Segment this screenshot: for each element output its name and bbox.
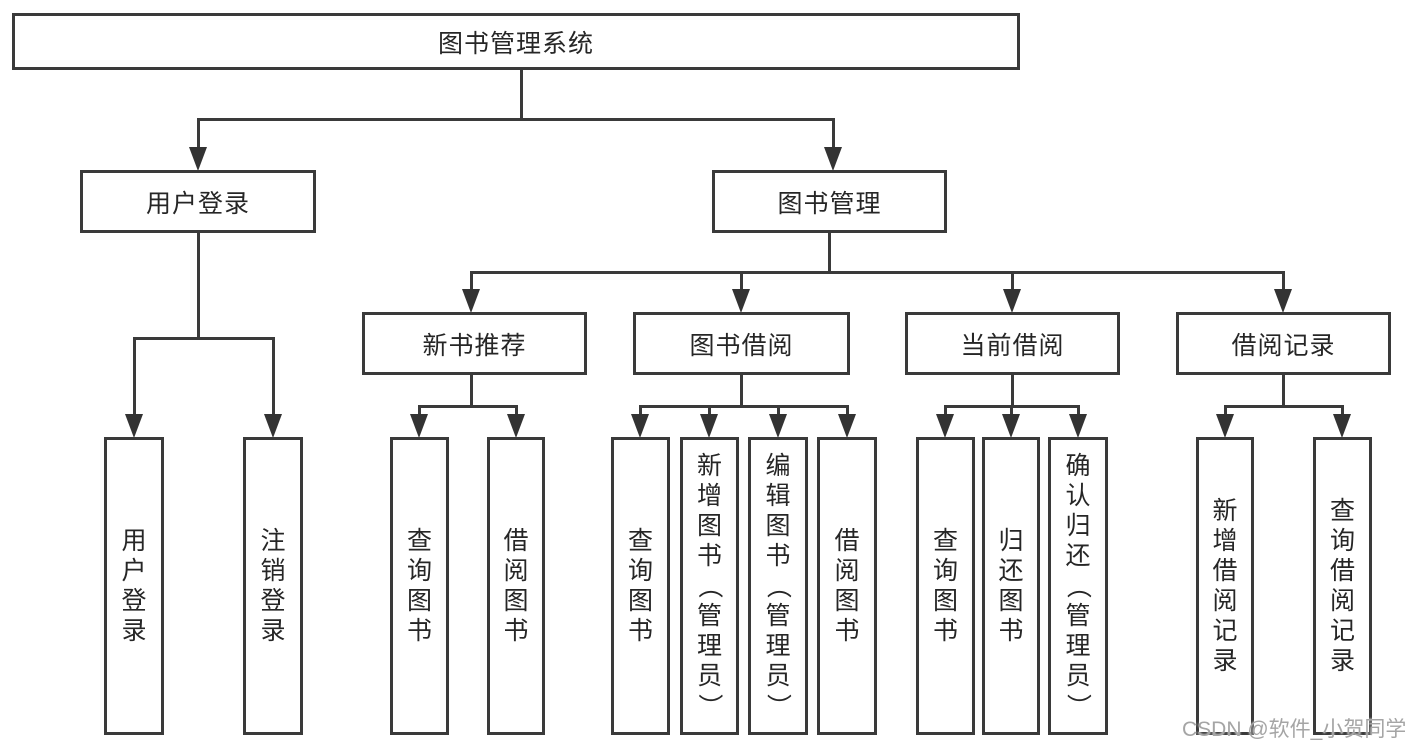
- node-book-borrow: 图书借阅: [633, 312, 850, 375]
- connector-segment: [740, 375, 743, 407]
- connector-segment: [272, 337, 275, 417]
- node-logout: 注销登录: [243, 437, 303, 735]
- connector-segment: [1077, 405, 1080, 416]
- arrow-down-icon: [1274, 289, 1292, 313]
- connector-segment: [846, 405, 849, 416]
- arrow-down-icon: [936, 414, 954, 438]
- arrow-down-icon: [769, 414, 787, 438]
- connector-segment: [520, 70, 523, 118]
- connector-segment: [470, 375, 473, 407]
- connector-segment: [708, 405, 711, 416]
- node-current-borrow: 当前借阅: [905, 312, 1120, 375]
- node-add-borrow-record-label: 新增借阅记录: [1212, 497, 1238, 675]
- node-edit-book-admin: 编辑图书（管理员）: [748, 437, 808, 735]
- arrow-down-icon: [264, 414, 282, 438]
- node-query-books-current-label: 查询图书: [932, 527, 958, 645]
- node-confirm-return-admin-label: 确认归还（管理员）: [1064, 452, 1092, 719]
- node-logout-label: 注销登录: [260, 527, 286, 645]
- arrow-down-icon: [125, 414, 143, 438]
- node-user-login-leaf-label: 用户登录: [121, 527, 147, 645]
- connector-segment: [1010, 405, 1013, 416]
- connector-segment: [418, 405, 518, 408]
- node-query-borrow-record: 查询借阅记录: [1313, 437, 1372, 735]
- connector-segment: [828, 233, 831, 273]
- node-root-label: 图书管理系统: [437, 29, 594, 58]
- node-user-login-leaf: 用户登录: [104, 437, 164, 735]
- connector-segment: [1282, 375, 1285, 407]
- node-book-management: 图书管理: [712, 170, 947, 233]
- node-add-book-admin: 新增图书（管理员）: [680, 437, 739, 735]
- node-query-books-borrow-label: 查询图书: [627, 527, 653, 645]
- connector-segment: [639, 405, 642, 416]
- arrow-down-icon: [732, 289, 750, 313]
- node-query-books-borrow: 查询图书: [611, 437, 670, 735]
- node-query-borrow-record-label: 查询借阅记录: [1329, 497, 1355, 675]
- connector-segment: [197, 118, 200, 150]
- node-borrow-records-label: 借阅记录: [1231, 331, 1336, 360]
- connector-segment: [197, 233, 200, 337]
- node-borrow-records: 借阅记录: [1176, 312, 1391, 375]
- arrow-down-icon: [410, 414, 428, 438]
- connector-segment: [777, 405, 780, 416]
- arrow-down-icon: [1216, 414, 1234, 438]
- node-return-book-label: 归还图书: [998, 527, 1024, 645]
- node-query-books-current: 查询图书: [916, 437, 975, 735]
- arrow-down-icon: [1003, 289, 1021, 313]
- connector-segment: [1011, 375, 1014, 407]
- arrow-down-icon: [631, 414, 649, 438]
- connector-segment: [1341, 405, 1344, 416]
- arrow-down-icon: [507, 414, 525, 438]
- node-borrow-books-leaf-label: 借阅图书: [834, 527, 860, 645]
- connector-segment: [740, 271, 743, 291]
- node-user-login: 用户登录: [80, 170, 316, 233]
- node-edit-book-admin-label: 编辑图书（管理员）: [764, 452, 792, 719]
- connector-segment: [470, 271, 473, 291]
- node-add-borrow-record: 新增借阅记录: [1196, 437, 1254, 735]
- arrow-down-icon: [838, 414, 856, 438]
- connector-segment: [133, 337, 275, 340]
- node-add-book-admin-label: 新增图书（管理员）: [695, 452, 724, 719]
- connector-segment: [944, 405, 947, 416]
- connector-segment: [832, 118, 835, 150]
- node-query-books-recommend: 查询图书: [390, 437, 449, 735]
- node-query-books-recommend-label: 查询图书: [406, 527, 432, 645]
- node-borrow-books-recommend-label: 借阅图书: [503, 527, 529, 645]
- connector-segment: [197, 118, 834, 121]
- connector-segment: [1224, 405, 1344, 408]
- connector-segment: [1224, 405, 1227, 416]
- node-user-login-label: 用户登录: [145, 189, 250, 218]
- node-confirm-return-admin: 确认归还（管理员）: [1048, 437, 1108, 735]
- csdn-watermark: CSDN @软件_小贺同学: [1182, 718, 1405, 741]
- arrow-down-icon: [462, 289, 480, 313]
- node-book-borrow-label: 图书借阅: [689, 331, 794, 360]
- arrow-down-icon: [1333, 414, 1351, 438]
- node-borrow-books-recommend: 借阅图书: [487, 437, 545, 735]
- node-borrow-books-leaf: 借阅图书: [817, 437, 877, 735]
- node-book-management-label: 图书管理: [777, 189, 882, 218]
- node-root: 图书管理系统: [12, 13, 1020, 70]
- connector-segment: [418, 405, 421, 416]
- node-return-book: 归还图书: [982, 437, 1040, 735]
- connector-segment: [470, 271, 1284, 274]
- connector-segment: [1282, 271, 1285, 291]
- connector-segment: [515, 405, 518, 416]
- arrow-down-icon: [700, 414, 718, 438]
- arrow-down-icon: [189, 147, 207, 171]
- node-new-book-recommend: 新书推荐: [362, 312, 587, 375]
- node-new-book-recommend-label: 新书推荐: [422, 331, 527, 360]
- connector-segment: [1011, 271, 1014, 291]
- arrow-down-icon: [1069, 414, 1087, 438]
- arrow-down-icon: [824, 147, 842, 171]
- arrow-down-icon: [1002, 414, 1020, 438]
- node-current-borrow-label: 当前借阅: [960, 331, 1065, 360]
- connector-segment: [133, 337, 136, 417]
- connector-segment: [639, 405, 849, 408]
